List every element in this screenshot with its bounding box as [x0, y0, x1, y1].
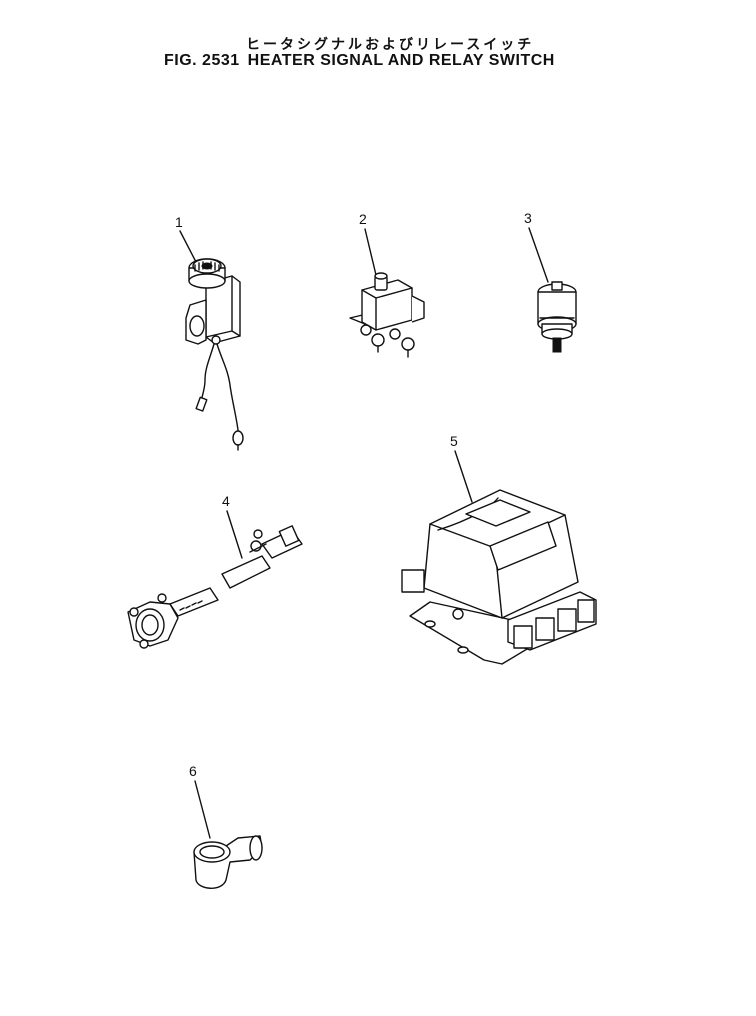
- figure-number: FIG. 2531: [164, 52, 240, 69]
- leader-line-5: [454, 450, 473, 503]
- figure-title-japanese: ヒータシグナルおよびリレースイッチ: [246, 37, 535, 53]
- part-2: 2: [349, 211, 425, 358]
- terminal-cap-icon: [193, 835, 263, 889]
- leader-line-4: [226, 510, 243, 559]
- part-1: 1: [175, 214, 244, 451]
- callout-6: 6: [189, 763, 197, 779]
- callout-1: 1: [175, 214, 183, 230]
- part-4: 4: [127, 493, 303, 649]
- part-5: 5: [401, 433, 597, 665]
- heater-signal-icon: [185, 258, 244, 451]
- callout-3: 3: [524, 210, 532, 226]
- wiring-harness-icon: [127, 525, 303, 649]
- callout-5: 5: [450, 433, 458, 449]
- leader-line-6: [194, 780, 211, 839]
- callout-2: 2: [359, 211, 367, 227]
- part-3: 3: [524, 210, 577, 353]
- callout-4: 4: [222, 493, 230, 509]
- figure-title: FIG. 2531 HEATER SIGNAL AND RELAY SWITCH: [164, 52, 555, 70]
- switch-icon: [537, 281, 577, 353]
- leader-line-3: [528, 227, 549, 283]
- relay-icon: [349, 272, 425, 358]
- relay-box-icon: [401, 489, 597, 665]
- part-6: 6: [189, 763, 263, 889]
- leader-line-2: [364, 228, 377, 276]
- figure-title-english: HEATER SIGNAL AND RELAY SWITCH: [247, 52, 555, 69]
- leader-line-1: [179, 230, 197, 263]
